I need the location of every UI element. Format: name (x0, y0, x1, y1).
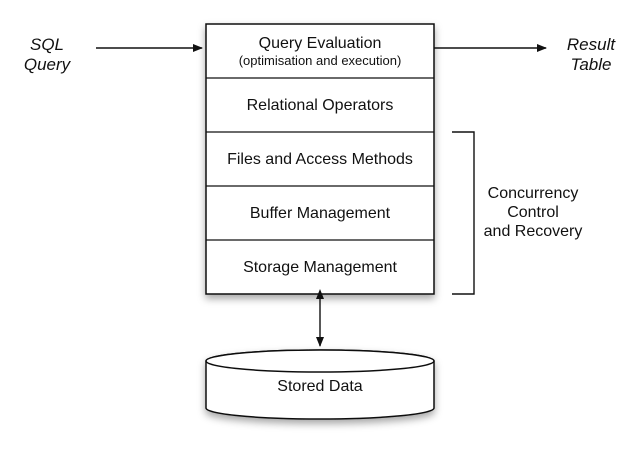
concurrency-label: Concurrency Control and Recovery (476, 184, 590, 241)
stored-data-label: Stored Data (277, 378, 363, 395)
layer-storage-management: Storage Management (243, 259, 397, 276)
concurrency-bracket (452, 131, 475, 295)
concurrency-label-line3: and Recovery (483, 223, 583, 240)
layer-relational-operators: Relational Operators (246, 97, 394, 114)
layer-stack (205, 23, 435, 295)
layer-query-evaluation: Query Evaluation (optimisation and execu… (206, 34, 434, 69)
layer-subtitle: (optimisation and execution) (238, 53, 402, 68)
input-label-line2: Query (23, 55, 71, 74)
layer-title: Query Evaluation (258, 35, 382, 52)
concurrency-label-line1: Concurrency (487, 185, 579, 202)
output-label: Result Table (553, 35, 629, 75)
stored-data-cylinder (205, 349, 435, 420)
input-label: SQL Query (12, 35, 82, 75)
layer-files-and-access-methods: Files and Access Methods (227, 151, 413, 168)
output-label-line1: Result (566, 35, 616, 54)
layer-buffer-management: Buffer Management (249, 205, 391, 222)
concurrency-label-line2: Control (507, 204, 559, 221)
output-label-line2: Table (570, 55, 612, 74)
input-label-line1: SQL (29, 35, 65, 54)
